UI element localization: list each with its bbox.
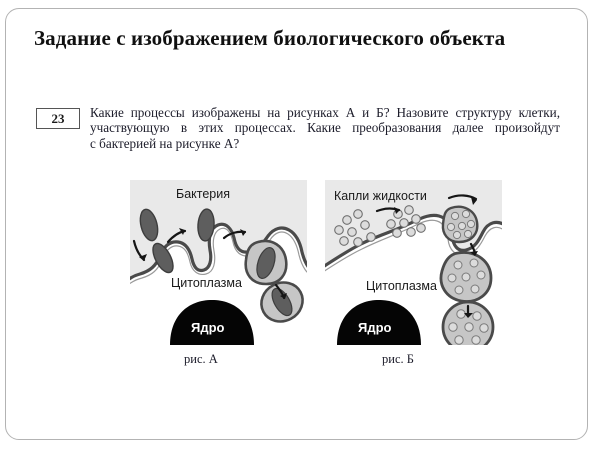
- task-line-3: с бактерией на рисунке А?: [90, 135, 240, 151]
- liquid-droplets-free: [334, 205, 426, 247]
- task-line-2: участвующую в этих процессах. Какие прео…: [90, 120, 560, 136]
- label-nucleus-a: Ядро: [191, 320, 225, 335]
- bacterium-free-1: [139, 208, 159, 242]
- nucleus-a: [170, 300, 254, 345]
- phagosome-2: [260, 281, 304, 323]
- figure-panel-a-phagocytosis: Бактерия Цитоплазма Ядро: [130, 180, 307, 345]
- task-line-1: Какие процессы изображены на рисунках А …: [90, 105, 560, 120]
- label-nucleus-b: Ядро: [358, 320, 392, 335]
- label-bacteria: Бактерия: [176, 187, 230, 201]
- task-number-badge: 23: [36, 108, 80, 129]
- label-cytoplasm-b: Цитоплазма: [366, 279, 437, 293]
- pinosome-1: [439, 251, 493, 303]
- bacterium-engulfing: [197, 208, 215, 242]
- pinosome-2: [441, 300, 495, 345]
- pinocytosis-diagram: Капли жидкости Цитоплазма Ядро: [325, 180, 502, 345]
- figures-container: Бактерия Цитоплазма Ядро: [130, 180, 505, 380]
- page-title: Задание с изображением биологического об…: [34, 26, 506, 50]
- figure-caption-a: рис. А: [184, 352, 218, 366]
- pinocytic-pocket: [441, 205, 479, 244]
- label-cytoplasm-a: Цитоплазма: [171, 276, 242, 290]
- phagocytosis-diagram: Бактерия Цитоплазма Ядро: [130, 180, 307, 345]
- arrow-heads-a: [139, 228, 287, 299]
- figure-caption-b: рис. Б: [382, 352, 414, 366]
- nucleus-b: [337, 300, 421, 345]
- label-liquid-droplets: Капли жидкости: [334, 189, 427, 203]
- bacterium-free-2: [152, 242, 174, 274]
- phagosome-1: [244, 239, 288, 286]
- figure-panel-b-pinocytosis: Капли жидкости Цитоплазма Ядро: [325, 180, 502, 345]
- task-question-text: Какие процессы изображены на рисунках А …: [90, 105, 560, 151]
- arrow-heads-b: [394, 197, 478, 318]
